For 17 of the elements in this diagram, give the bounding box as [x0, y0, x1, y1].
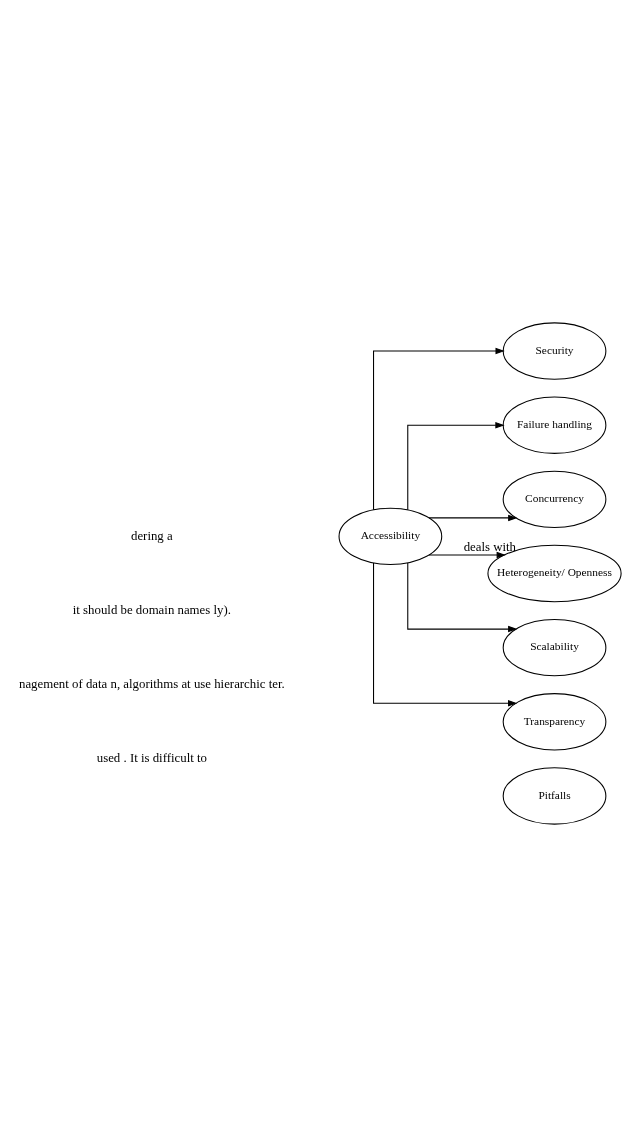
arrow	[428, 514, 518, 521]
arrow	[373, 347, 505, 510]
label: dering a	[131, 528, 173, 543]
arrow	[407, 561, 518, 632]
arrow	[428, 551, 506, 558]
node-ellipse: Security	[502, 321, 607, 380]
node-ellipse: Concurrency	[502, 470, 607, 528]
label: used . It is difficult to	[96, 750, 207, 765]
node-ellipse: Scalability	[502, 618, 607, 676]
node-ellipse: Failure handling	[502, 395, 607, 454]
arrow	[407, 421, 505, 510]
label: it should be domain names ly).	[72, 602, 231, 617]
node-ellipse: Pitfalls	[502, 766, 607, 825]
node-ellipse: Transparency	[502, 692, 607, 751]
label: nagement of data n, algorithms at use hierarchic ter.	[18, 676, 285, 691]
arrow	[373, 562, 518, 707]
node-ellipse: Accessibility	[338, 507, 443, 565]
